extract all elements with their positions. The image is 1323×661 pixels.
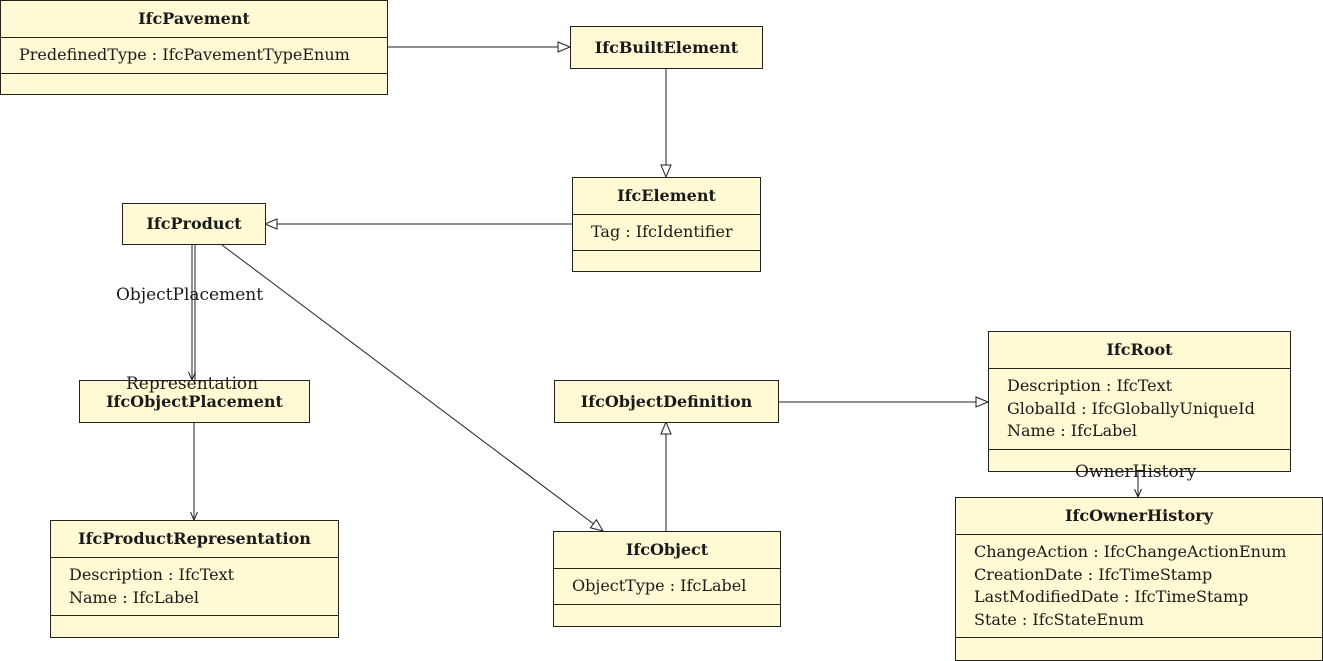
class-attributes: ObjectType : IfcLabel (554, 569, 780, 605)
class-ifcpavement: IfcPavement PredefinedType : IfcPavement… (0, 0, 388, 95)
attribute: CreationDate : IfcTimeStamp (974, 564, 1213, 584)
edge-product-to-object (221, 244, 603, 531)
class-ifcownerhistory: IfcOwnerHistory ChangeAction : IfcChange… (955, 497, 1323, 661)
attribute: Name : IfcLabel (1007, 421, 1137, 440)
class-title: IfcObjectDefinition (580, 392, 753, 411)
attribute: GlobalId : IfcGloballyUniqueId (1007, 398, 1255, 418)
attribute: Description : IfcText (69, 565, 235, 584)
class-attributes: PredefinedType : IfcPavementTypeEnum (1, 38, 387, 74)
edge-label-objectplacement: ObjectPlacement (116, 285, 264, 305)
class-ifcproductrepresentation: IfcProductRepresentation Description : I… (50, 520, 339, 638)
attribute: Name : IfcLabel (69, 587, 199, 607)
class-title: IfcElement (573, 178, 760, 215)
class-title: IfcRoot (989, 332, 1290, 369)
attribute: LastModifiedDate : IfcTimeStamp (974, 587, 1249, 606)
class-attributes: Description : IfcText Name : IfcLabel (51, 558, 338, 616)
class-title: IfcProduct (146, 214, 242, 233)
class-title: IfcBuiltElement (594, 38, 739, 57)
class-ifcobjectplacement: IfcObjectPlacement (79, 380, 310, 423)
attribute: State : IfcStateEnum (974, 609, 1144, 629)
class-attributes: Description : IfcText GlobalId : IfcGlob… (989, 369, 1290, 450)
attribute: Description : IfcText (1007, 376, 1173, 395)
class-attributes: ChangeAction : IfcChangeActionEnum Creat… (956, 535, 1322, 638)
class-ifcobjectdefinition: IfcObjectDefinition (554, 380, 779, 423)
class-ifcroot: IfcRoot Description : IfcText GlobalId :… (988, 331, 1291, 472)
class-ifcobject: IfcObject ObjectType : IfcLabel (553, 531, 781, 627)
class-title: IfcOwnerHistory (956, 498, 1322, 535)
class-ifcbuiltelement: IfcBuiltElement (570, 26, 763, 69)
attribute: Tag : IfcIdentifier (591, 222, 733, 241)
class-title: IfcPavement (1, 1, 387, 38)
class-ifcproduct: IfcProduct (122, 203, 266, 245)
class-title: IfcObject (554, 532, 780, 569)
class-attributes: Tag : IfcIdentifier (573, 215, 760, 251)
class-ifcelement: IfcElement Tag : IfcIdentifier (572, 177, 761, 272)
attribute: ObjectType : IfcLabel (572, 576, 747, 595)
edge-label-ownerhistory: OwnerHistory (1075, 462, 1197, 482)
edge-label-representation: Representation (126, 374, 259, 394)
class-title: IfcProductRepresentation (51, 521, 338, 558)
attribute: PredefinedType : IfcPavementTypeEnum (19, 45, 350, 64)
class-title: IfcObjectPlacement (106, 392, 283, 411)
attribute: ChangeAction : IfcChangeActionEnum (974, 542, 1287, 561)
